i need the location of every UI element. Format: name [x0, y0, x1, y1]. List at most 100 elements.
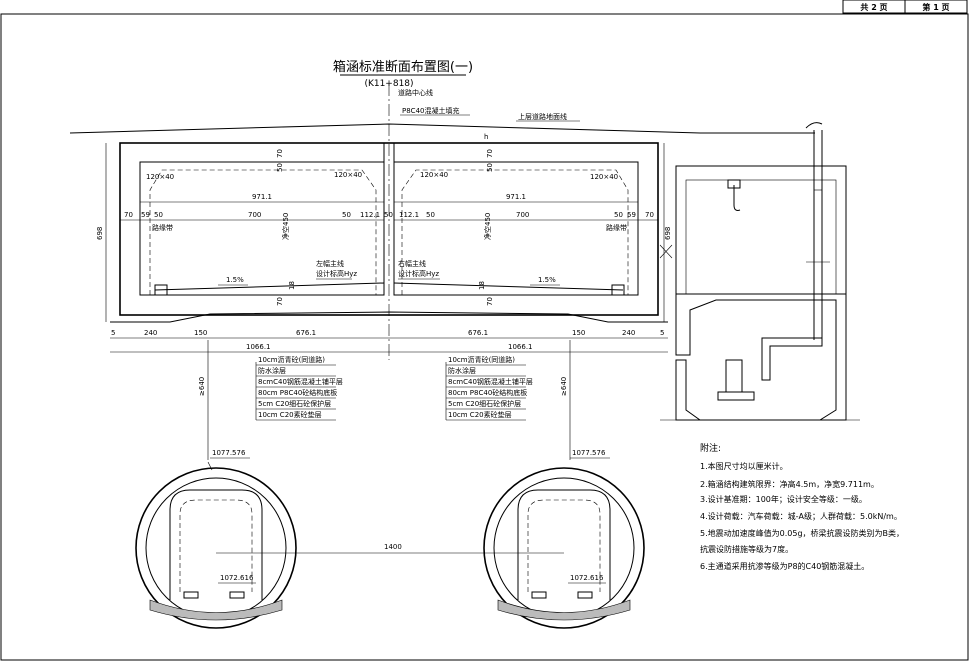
top-slab-50-left: 50 [276, 163, 284, 172]
left-clearance-outline [149, 169, 377, 295]
gt640-right: ≥640 [560, 377, 568, 396]
note-1: 1.本图尺寸均以厘米计。 [700, 461, 788, 471]
bottom-dim-676-left: 676.1 [296, 329, 316, 337]
layer-left-3: 8cmC40钢筋混凝土铺平层 [258, 377, 343, 386]
upper-road-label: 上层道路地面线 [518, 112, 567, 121]
layer-left-4: 80cm P8C40砼结构底板 [258, 388, 337, 397]
clearance-right: 净空450 [483, 213, 492, 240]
layer-right-3: 8cmC40钢筋混凝土铺平层 [448, 377, 533, 386]
design-line-left-2: 设计标高Hyz [316, 269, 357, 278]
bottom-18-left: 18 [288, 281, 296, 290]
layer-left-6: 10cm C20素砼垫层 [258, 410, 322, 419]
bottom-18-right: 18 [478, 281, 486, 290]
road-center-label: 道路中心线 [398, 88, 433, 97]
page-number-label: 第 1 页 [922, 2, 949, 12]
design-line-right-2: 设计标高Hyz [398, 269, 439, 278]
gt640-left: ≥640 [198, 377, 206, 396]
slope-left: 1.5% [226, 276, 244, 284]
total-pages-label: 共 2 页 [860, 2, 887, 12]
height-698-left: 698 [96, 227, 104, 240]
note-5: 5.地震动加速度峰值为0.05g，桥梁抗震设防类别为B类， [700, 528, 904, 538]
pump-well [659, 122, 860, 421]
bottom-dim-150-left: 150 [194, 329, 207, 337]
drawing-title: 箱涵标准断面布置图(一) [333, 59, 473, 75]
bottom-dim-1066-left: 1066.1 [246, 343, 271, 351]
right-cell [393, 161, 639, 296]
clearance-left: 净空450 [281, 213, 290, 240]
slope-right: 1.5% [538, 276, 556, 284]
layer-left-2: 防水涂层 [258, 366, 286, 375]
bottom-dim-1066-right: 1066.1 [508, 343, 533, 351]
bottom-dim-240-right: 240 [622, 329, 635, 337]
dim-70-left: 70 [124, 211, 133, 219]
bottom-dim-676-right: 676.1 [468, 329, 488, 337]
elev-top-right: 1077.576 [572, 449, 606, 457]
dim-112-left: 112.1 [360, 211, 380, 219]
dim-50-left-b: 50 [342, 211, 351, 219]
haunch-left-b: 120×40 [334, 171, 362, 179]
bottom-dim-5-right: 5 [660, 329, 664, 337]
top-slab-70-left: 70 [276, 149, 284, 158]
page-frame [0, 13, 969, 661]
upper-road-surface [69, 123, 815, 134]
top-slab-50-right: 50 [486, 163, 494, 172]
bottom-70-left: 70 [276, 297, 284, 306]
height-698-right: 698 [664, 227, 672, 240]
bottom-70-right: 70 [486, 297, 494, 306]
curb-band-right: 路缘带 [606, 223, 627, 232]
top-slab-70-right: 70 [486, 149, 494, 158]
note-5b: 抗震设防措施等级为7度。 [700, 544, 793, 554]
design-line-right-1: 右幅主线 [398, 259, 426, 268]
elev-top-left: 1077.576 [212, 449, 246, 457]
dim-70-right: 70 [645, 211, 654, 219]
layer-right-6: 10cm C20素砼垫层 [448, 410, 512, 419]
right-tunnel [483, 467, 645, 629]
base-layer-line [110, 311, 668, 323]
layer-right-1: 10cm沥青砼(同道路) [448, 355, 515, 364]
dim-50-right: 50 [426, 211, 435, 219]
right-clearance-outline [401, 169, 629, 295]
dim-59-left: 59 [141, 211, 150, 219]
note-6: 6.主通道采用抗渗等级为P8的C40钢筋混凝土。 [700, 561, 869, 571]
left-cell [139, 161, 385, 296]
haunch-right-b: 120×40 [590, 173, 618, 181]
tunnel-spacing: 1400 [384, 543, 402, 551]
elev-bot-right: 1072.616 [570, 574, 604, 582]
dim-971-left: 971.1 [252, 193, 272, 201]
left-curb [154, 284, 168, 296]
bottom-dim-5-left: 5 [111, 329, 115, 337]
haunch-right-a: 120×40 [420, 171, 448, 179]
dim-50-center: 50 [384, 211, 393, 219]
dim-971-right: 971.1 [506, 193, 526, 201]
note-4: 4.设计荷载：汽车荷载：城-A级；人群荷载：5.0kN/m。 [700, 511, 902, 521]
box-culvert-outer [119, 142, 659, 316]
layer-callout-left: 10cm沥青砼(同道路) 防水涂层 8cmC40钢筋混凝土铺平层 80cm P8… [255, 355, 343, 421]
dim-112-right: 112.1 [399, 211, 419, 219]
layer-right-2: 防水涂层 [448, 366, 476, 375]
layer-left-5: 5cm C20细石砼保护层 [258, 399, 331, 408]
note-2: 2.箱涵结构建筑限界：净高4.5m，净宽9.711m。 [700, 479, 879, 489]
bottom-dim-150-right: 150 [572, 329, 585, 337]
bottom-dim-240-left: 240 [144, 329, 157, 337]
left-tunnel [135, 461, 297, 629]
elev-bot-left: 1072.616 [220, 574, 254, 582]
dim-50-right-b: 50 [614, 211, 623, 219]
haunch-left-a: 120×40 [146, 173, 174, 181]
dim-700-left: 700 [248, 211, 261, 219]
pump-icon [725, 359, 743, 393]
fill-label: P8C40混凝土填充 [402, 106, 459, 115]
page-header: 共 2 页 第 1 页 [842, 0, 968, 14]
layer-left-1: 10cm沥青砼(同道路) [258, 355, 325, 364]
layer-callout-right: 10cm沥青砼(同道路) 防水涂层 8cmC40钢筋混凝土铺平层 80cm P8… [445, 355, 533, 421]
notes-heading: 附注: [700, 442, 721, 454]
left-pavement [154, 282, 385, 291]
note-3: 3.设计基准期：100年；设计安全等级：一级。 [700, 494, 867, 504]
dim-50-left: 50 [154, 211, 163, 219]
right-curb [611, 284, 625, 296]
dim-59-right: 59 [627, 211, 636, 219]
cover-height-label: h [484, 133, 488, 141]
layer-right-4: 80cm P8C40砼结构底板 [448, 388, 527, 397]
layer-right-5: 5cm C20细石砼保护层 [448, 399, 521, 408]
dim-700-right: 700 [516, 211, 529, 219]
